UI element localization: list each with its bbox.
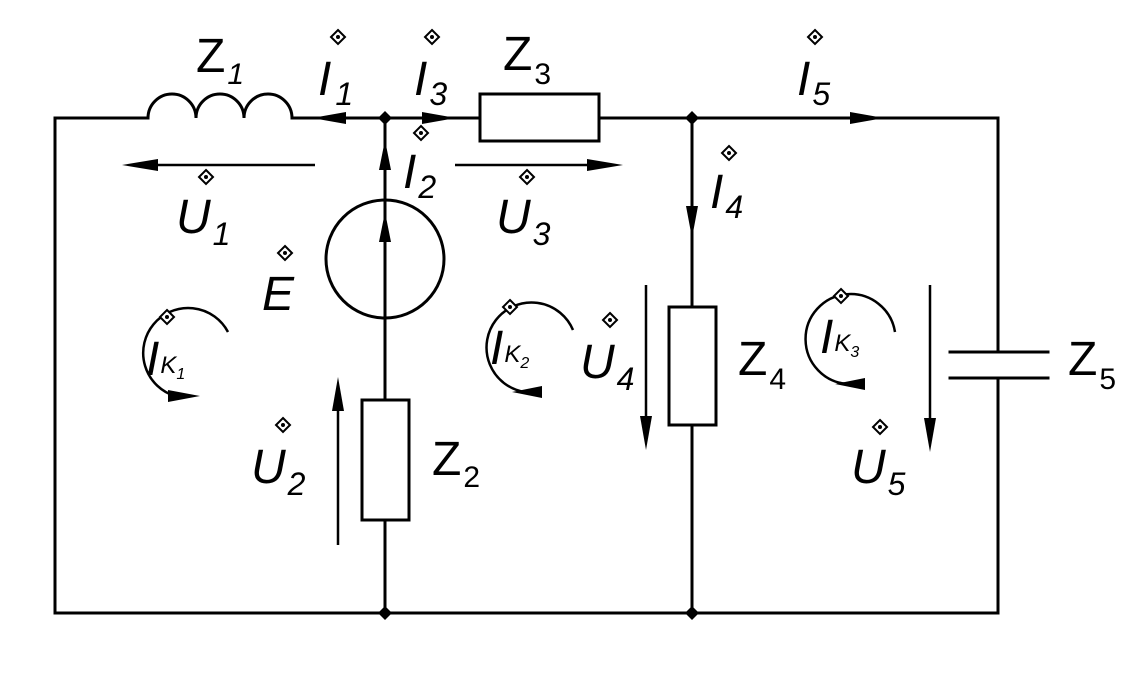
label-u5: U5: [851, 441, 906, 502]
label-ik2: IK2: [490, 322, 529, 375]
resistor-z2: [360, 398, 411, 522]
label-z1: Z1: [196, 30, 244, 91]
nodes: [378, 111, 699, 620]
label-u1: U1: [176, 191, 230, 252]
voltage-source-e: [324, 198, 446, 320]
label-i2: I2: [403, 146, 436, 205]
resistor-z4: [667, 305, 718, 427]
label-i4: I4: [710, 166, 743, 225]
label-i5: I5: [797, 53, 830, 112]
resistor-z3: [478, 92, 601, 143]
arrow-i1: [312, 112, 346, 124]
label-ik3: IK3: [820, 311, 859, 364]
label-z3: Z3: [503, 28, 551, 91]
label-z5: Z5: [1068, 333, 1116, 396]
arrow-i5: [850, 112, 884, 124]
label-z4: Z4: [738, 333, 786, 396]
phasor-dots: [158, 28, 889, 436]
current-arrows: [312, 112, 884, 242]
arrow-i4: [686, 206, 698, 238]
label-u4: U4: [580, 336, 634, 397]
loop-arrows: [141, 292, 897, 402]
voltage-arrows: [122, 159, 936, 545]
inductor-z1: [146, 92, 294, 120]
label-i3: I3: [414, 53, 447, 112]
arrow-e: [379, 212, 391, 242]
capacitor-z5: [948, 350, 1050, 380]
arrow-i2: [379, 140, 391, 170]
label-u2: U2: [251, 441, 306, 502]
label-e: E: [262, 268, 295, 321]
label-u3: U3: [496, 191, 551, 252]
label-z2: Z2: [432, 433, 480, 494]
arrow-i3: [422, 112, 456, 124]
label-ik1: IK1: [146, 333, 185, 386]
